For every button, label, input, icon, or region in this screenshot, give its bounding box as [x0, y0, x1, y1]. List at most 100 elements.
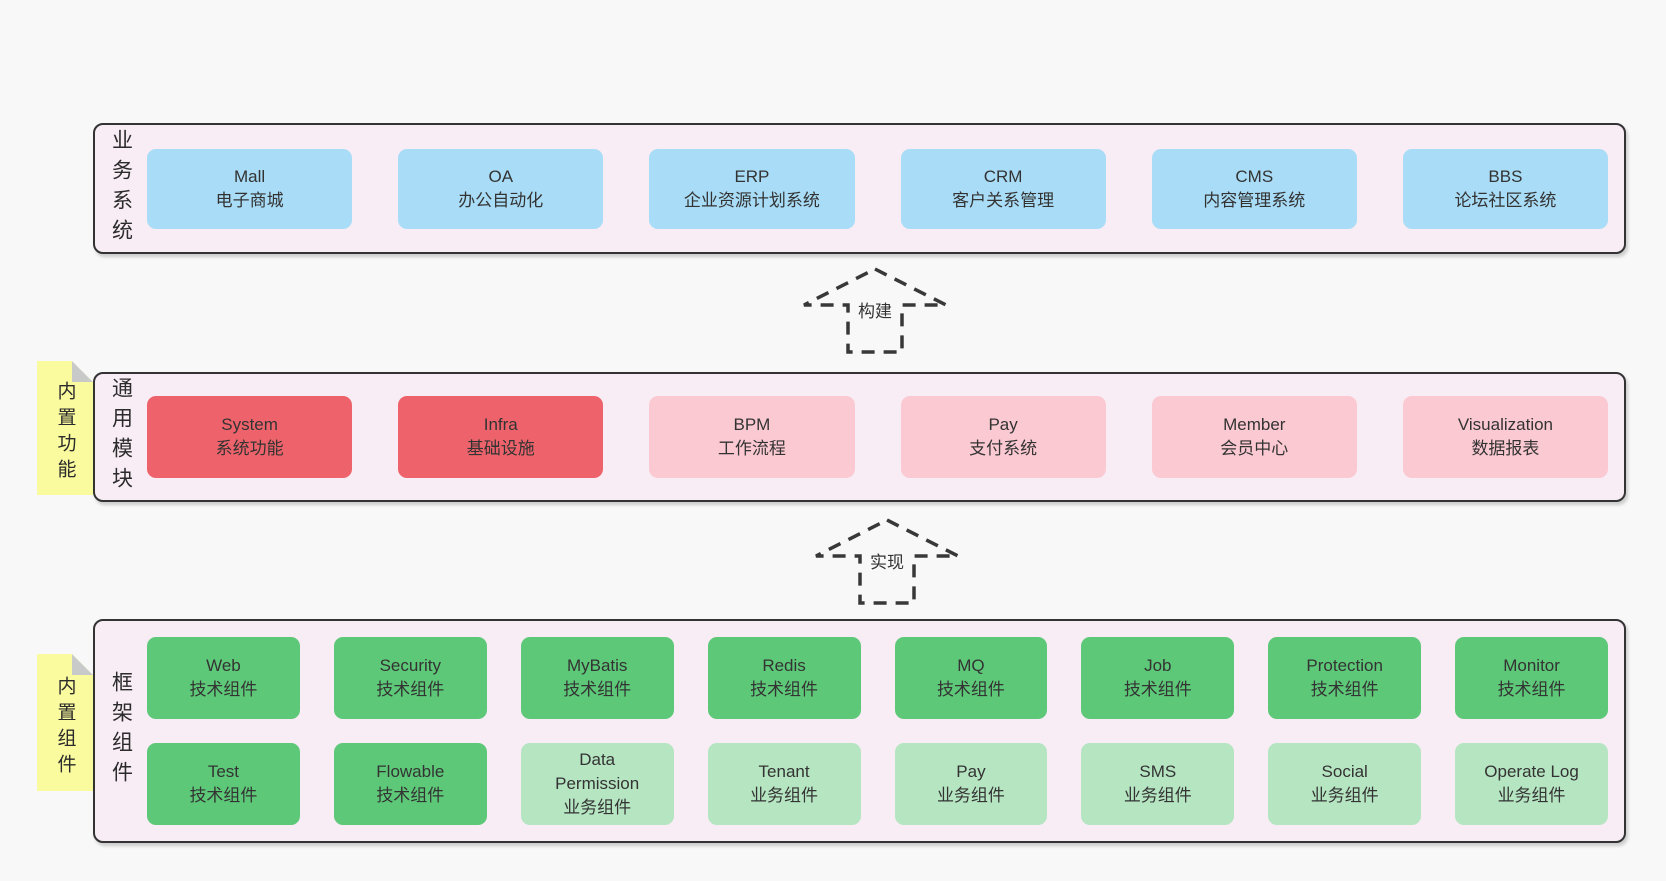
box-web: Web 技术组件: [147, 637, 300, 719]
box-title: Job: [1144, 656, 1172, 675]
modules-section-label: 通用模块: [109, 377, 133, 497]
up-arrow-shape: [815, 518, 959, 605]
box-tenant: Tenant 业务组件: [707, 743, 861, 825]
box-subtitle: 基础设施: [466, 439, 535, 458]
box-cms: CMS 内容管理系统: [1151, 148, 1357, 229]
box-title: Web: [206, 656, 241, 675]
box-oa: OA 办公自动化: [398, 148, 604, 229]
box-redis: Redis 技术组件: [707, 637, 861, 719]
framework-components-section: 框架组件 Web 技术组件 Security 技术组件 MyBatis 技术组件…: [93, 619, 1626, 843]
box-title: Social: [1321, 762, 1368, 781]
box-visualization: Visualization 数据报表: [1402, 396, 1609, 478]
common-modules-section: 通用模块 System 系统功能 Infra 基础设施 BPM 工作流程 Pay: [93, 372, 1626, 502]
box-title: System: [221, 415, 278, 434]
note-fold-icon: [72, 654, 93, 675]
box-infra: Infra 基础设施: [398, 396, 604, 478]
business-rows: Mall 电子商城 OA 办公自动化 ERP 企业资源计划系统 CRM 客户关系…: [147, 148, 1624, 229]
box-title: Pay: [988, 415, 1018, 434]
box-title: SMS: [1139, 762, 1177, 781]
box-subtitle: 技术组件: [1497, 680, 1566, 699]
box-subtitle: 技术组件: [1123, 680, 1192, 699]
box-test: Test 技术组件: [147, 743, 300, 825]
box-job: Job 技术组件: [1081, 637, 1235, 719]
box-mall: Mall 电子商城: [147, 148, 353, 229]
box-monitor: Monitor 技术组件: [1455, 637, 1608, 719]
box-title: BPM: [733, 415, 771, 434]
box-subtitle: 业务组件: [1497, 786, 1566, 805]
note-label: 内置功能: [54, 381, 76, 485]
business-section-label: 业务系统: [109, 128, 133, 249]
box-pay: Pay 支付系统: [900, 396, 1106, 478]
box-mybatis: MyBatis 技术组件: [520, 637, 674, 719]
box-crm: CRM 客户关系管理: [900, 148, 1106, 229]
box-subtitle: 技术组件: [1310, 680, 1379, 699]
implement-arrow-label: 实现: [867, 551, 907, 576]
box-bbs: BBS 论坛社区系统: [1402, 148, 1609, 229]
box-subtitle: 电子商城: [215, 190, 284, 210]
box-subtitle: 业务组件: [563, 798, 632, 817]
box-subtitle: 数据报表: [1471, 439, 1540, 458]
box-operate-log: Operate Log 业务组件: [1455, 743, 1608, 825]
box-subtitle: 技术组件: [376, 680, 445, 699]
box-title: Monitor: [1503, 656, 1560, 675]
note-fold-icon: [72, 361, 93, 382]
box-subtitle: 业务组件: [1310, 786, 1379, 805]
build-arrow-label: 构建: [855, 300, 895, 325]
modules-rows: System 系统功能 Infra 基础设施 BPM 工作流程 Pay 支付系统…: [147, 396, 1624, 478]
box-data-permission: Data Permission 业务组件: [520, 743, 674, 825]
box-subtitle: 业务组件: [936, 786, 1005, 805]
box-member: Member 会员中心: [1151, 396, 1357, 478]
box-title: ERP: [734, 166, 770, 186]
box-subtitle: 技术组件: [936, 680, 1005, 699]
box-subtitle: 内容管理系统: [1203, 190, 1306, 210]
box-title: Security: [379, 656, 442, 675]
box-subtitle: 业务组件: [750, 786, 819, 805]
box-title: Data Permission: [555, 750, 640, 793]
business-section-label-wrap: 业务系统: [95, 129, 147, 249]
box-subtitle: 技术组件: [189, 786, 258, 805]
box-subtitle: 技术组件: [563, 680, 632, 699]
box-subtitle: 支付系统: [969, 439, 1038, 458]
box-title: BBS: [1488, 166, 1523, 186]
business-box-row: Mall 电子商城 OA 办公自动化 ERP 企业资源计划系统 CRM 客户关系…: [147, 148, 1609, 229]
box-subtitle: 系统功能: [215, 439, 284, 458]
box-subtitle: 工作流程: [717, 439, 786, 458]
sticky-note-builtin-components: 内置组件: [37, 654, 93, 791]
implement-arrow: 实现: [812, 517, 962, 607]
framework-box-row-1: Web 技术组件 Security 技术组件 MyBatis 技术组件 Redi…: [147, 637, 1608, 719]
framework-rows: Web 技术组件 Security 技术组件 MyBatis 技术组件 Redi…: [147, 637, 1624, 825]
box-pay: Pay 业务组件: [894, 743, 1048, 825]
box-sms: SMS 业务组件: [1081, 743, 1235, 825]
framework-box-row-2: Test 技术组件 Flowable 技术组件 Data Permission …: [147, 743, 1608, 825]
box-subtitle: 论坛社区系统: [1454, 190, 1557, 210]
business-systems-section: 业务系统 Mall 电子商城 OA 办公自动化 ERP 企业资源计划系统 CRM: [93, 123, 1626, 254]
box-erp: ERP 企业资源计划系统: [649, 148, 855, 229]
box-title: Operate Log: [1484, 762, 1579, 781]
box-subtitle: 会员中心: [1220, 439, 1289, 458]
box-title: Protection: [1306, 656, 1383, 675]
modules-section-label-wrap: 通用模块: [95, 377, 147, 497]
box-security: Security 技术组件: [333, 637, 487, 719]
box-title: Infra: [483, 415, 518, 434]
build-arrow: 构建: [800, 266, 950, 356]
box-title: Visualization: [1457, 415, 1554, 434]
box-title: Test: [207, 762, 240, 781]
framework-section-label: 框架组件: [109, 671, 133, 791]
note-label: 内置组件: [54, 675, 76, 780]
box-title: OA: [488, 166, 514, 186]
box-social: Social 业务组件: [1268, 743, 1422, 825]
modules-box-row: System 系统功能 Infra 基础设施 BPM 工作流程 Pay 支付系统…: [147, 396, 1609, 478]
framework-section-label-wrap: 框架组件: [95, 671, 147, 791]
box-title: Tenant: [758, 762, 810, 781]
box-subtitle: 业务组件: [1123, 786, 1192, 805]
box-title: Flowable: [376, 762, 445, 781]
box-flowable: Flowable 技术组件: [333, 743, 487, 825]
box-title: CRM: [983, 166, 1023, 186]
box-title: Pay: [956, 762, 986, 781]
box-subtitle: 技术组件: [189, 680, 258, 699]
box-title: Mall: [234, 166, 266, 186]
box-subtitle: 办公自动化: [458, 190, 544, 210]
box-protection: Protection 技术组件: [1268, 637, 1422, 719]
box-title: Redis: [762, 656, 806, 675]
box-subtitle: 企业资源计划系统: [683, 190, 820, 210]
